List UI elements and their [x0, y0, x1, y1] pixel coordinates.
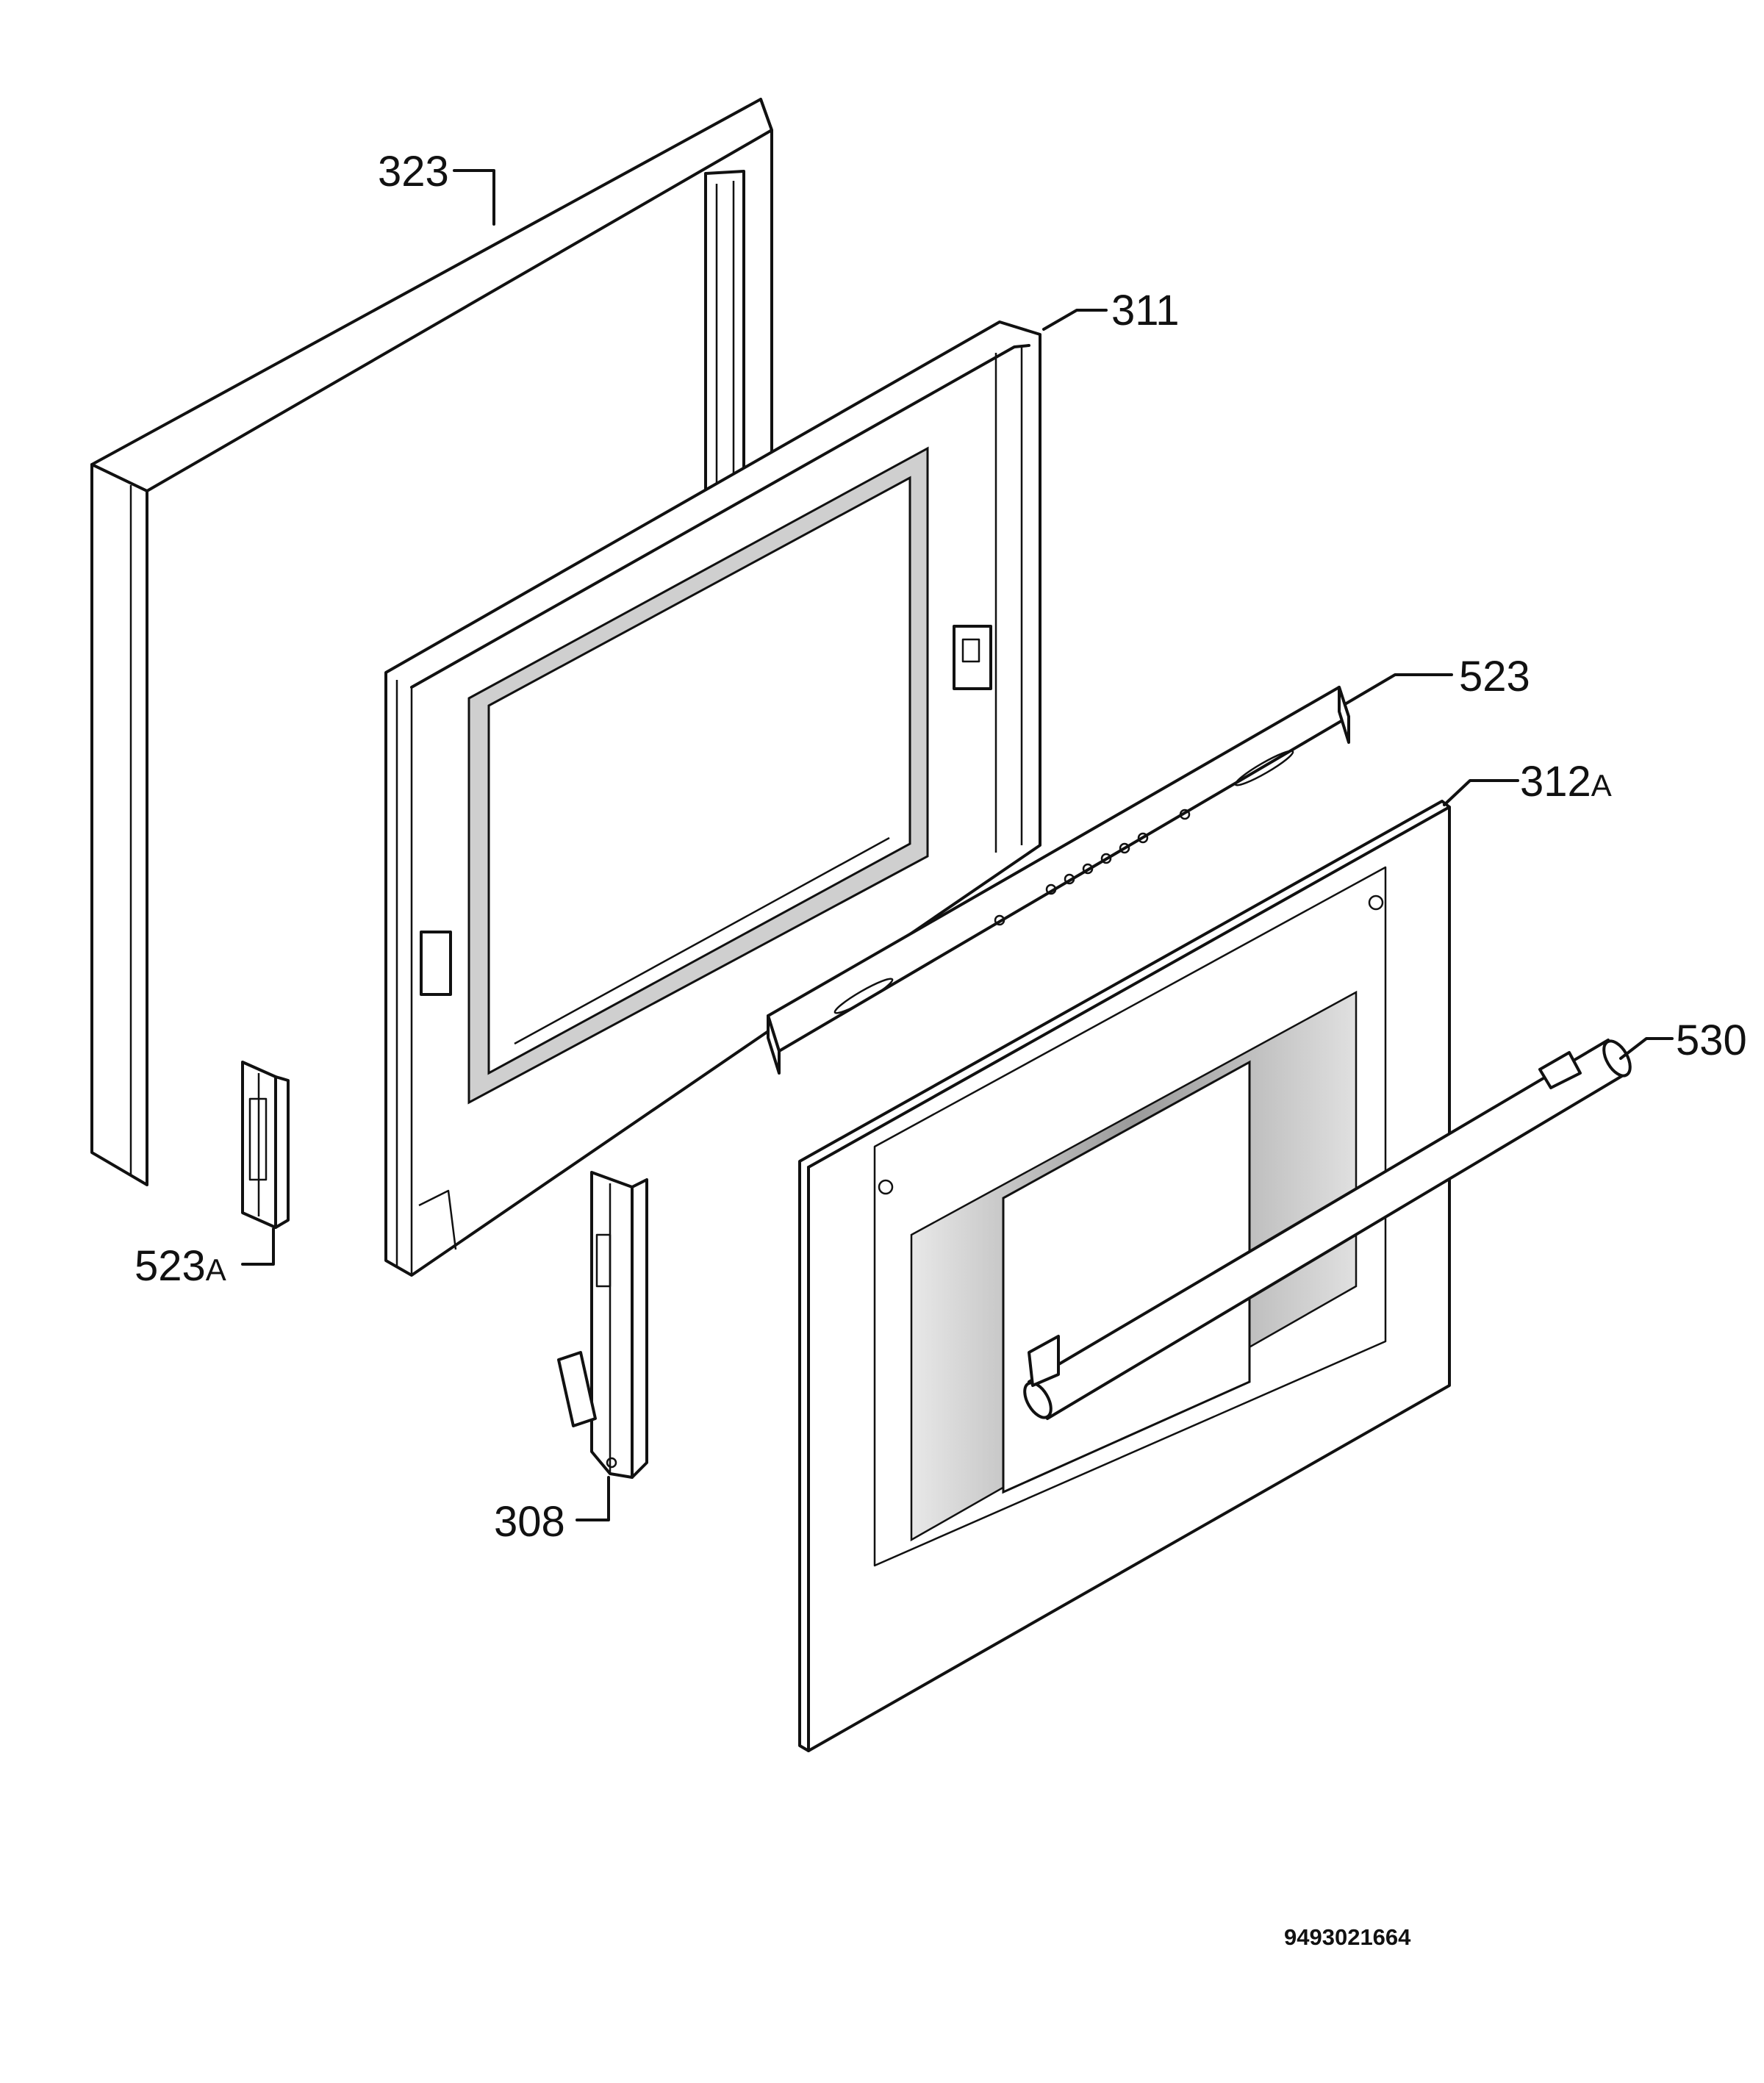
- leader-523: [1344, 673, 1453, 706]
- leader-312a: [1443, 779, 1519, 806]
- leader-323: [453, 169, 495, 226]
- handle-530: [1023, 1039, 1632, 1420]
- label-323: 323: [378, 148, 449, 196]
- label-523a: 523A: [135, 1242, 226, 1290]
- document-number: 9493021664: [1284, 1924, 1411, 1950]
- label-523: 523: [1459, 653, 1530, 700]
- leader-523a: [241, 1227, 275, 1266]
- bracket-523a: [241, 1061, 290, 1229]
- label-308: 308: [494, 1498, 565, 1546]
- callout-labels: 323 311 523 312A 530 523A 308: [135, 148, 1747, 1546]
- rail-523: [767, 686, 1350, 1075]
- hinge-308: [557, 1171, 648, 1479]
- inner-door-311: [384, 320, 1041, 1277]
- label-530: 530: [1676, 1017, 1747, 1064]
- outer-glass-panel-312a: [798, 800, 1451, 1752]
- label-312a: 312A: [1520, 758, 1612, 806]
- leader-308: [576, 1476, 610, 1521]
- leader-530: [1619, 1037, 1674, 1060]
- leader-311: [1042, 309, 1108, 331]
- leader-lines: [241, 169, 1674, 1521]
- label-311: 311: [1111, 287, 1179, 334]
